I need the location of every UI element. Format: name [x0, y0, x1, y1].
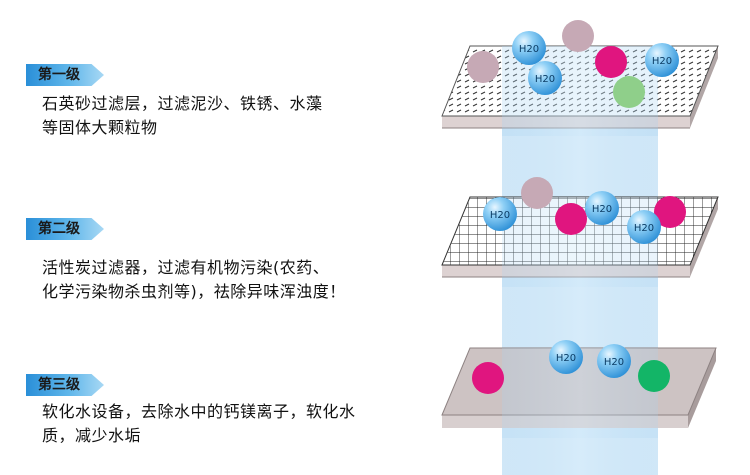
level-1-description: 石英砂过滤层，过滤泥沙、铁锈、水藻 等固体大颗粒物 [42, 94, 323, 137]
water-molecule: H20 [512, 31, 546, 65]
impurity-particle-magenta [472, 362, 504, 394]
impurity-particle-green [638, 360, 670, 392]
svg-text:H20: H20 [556, 353, 576, 364]
water-molecule: H20 [549, 340, 583, 374]
level-1-tag: 第一级 [26, 64, 104, 86]
impurity-particle-magenta [654, 196, 686, 228]
svg-text:H20: H20 [490, 210, 510, 221]
impurity-particle-mauve [562, 20, 594, 52]
water-molecule: H20 [528, 61, 562, 95]
water-molecule: H20 [627, 210, 661, 244]
svg-text:H20: H20 [592, 204, 612, 215]
svg-text:H20: H20 [519, 44, 539, 55]
level-2-description: 活性炭过滤器，过滤有机物污染(农药、 化学污染物杀虫剂等)，祛除异味浑浊度！ [42, 258, 346, 301]
svg-text:H20: H20 [652, 56, 672, 67]
water-molecule: H20 [645, 43, 679, 77]
impurity-particle-magenta [595, 46, 627, 78]
level-2-tag: 第二级 [26, 218, 104, 240]
impurity-particle-magenta [555, 203, 587, 235]
svg-text:H20: H20 [604, 357, 624, 368]
water-molecule: H20 [585, 191, 619, 225]
svg-text:H20: H20 [634, 223, 654, 234]
impurity-particle-green [613, 76, 645, 108]
level-3-description: 软化水设备，去除水中的钙镁离子，软化水 质，减少水垢 [42, 402, 356, 445]
level-3-tag: 第三级 [26, 374, 104, 396]
svg-text:H20: H20 [535, 74, 555, 85]
impurity-particle-mauve [521, 177, 553, 209]
water-molecule: H20 [483, 197, 517, 231]
impurity-particle-mauve [467, 51, 499, 83]
water-molecule: H20 [597, 344, 631, 378]
